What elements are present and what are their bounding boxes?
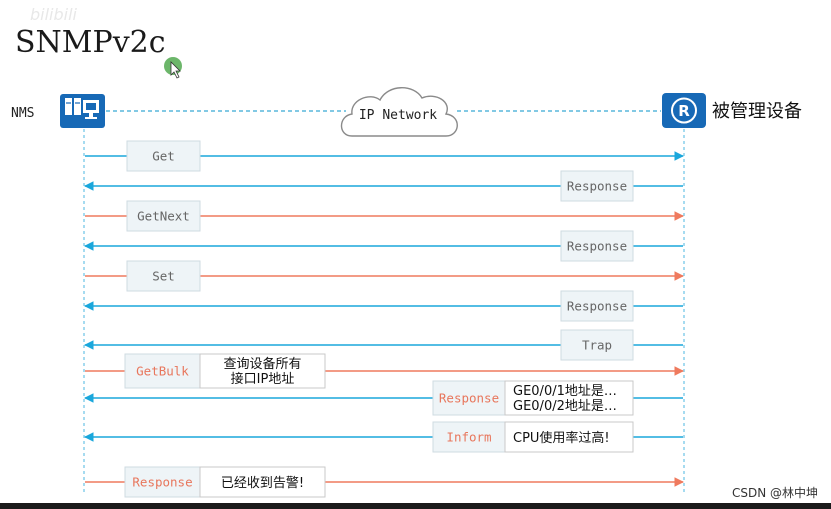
- message-label-5: Set: [152, 269, 175, 284]
- message-note-box-10: [504, 421, 634, 453]
- router-icon: R: [662, 93, 706, 128]
- message-note-line-8-1: 查询设备所有: [223, 356, 301, 372]
- message-label-10: Inform: [446, 430, 491, 445]
- cloud-label: IP Network: [359, 108, 437, 123]
- bottom-bar: [0, 503, 831, 509]
- message-note-box-11: [199, 466, 326, 498]
- watermark: bilibili: [30, 5, 78, 24]
- message-label-box-6: [560, 290, 634, 322]
- device-label: 被管理设备: [712, 101, 802, 122]
- nms-label: NMS: [11, 106, 34, 121]
- cursor-icon: [164, 57, 182, 79]
- message-label-box-9: [432, 380, 506, 416]
- cloud-icon: [340, 87, 458, 137]
- message-label-box-8: [124, 353, 201, 389]
- message-note-line-9-2: GE0/0/2地址是…: [513, 399, 617, 414]
- diagram-title: SNMPv2c: [15, 25, 166, 60]
- message-label-6: Response: [567, 299, 627, 314]
- svg-text:R: R: [678, 102, 690, 120]
- message-group: GetResponseGetNextResponseSetResponseTra…: [84, 140, 684, 498]
- nms-server-icon: [60, 94, 105, 128]
- footer-credit: CSDN @林中坤: [732, 485, 818, 500]
- message-note-box-8: [199, 353, 326, 389]
- message-note-line-11-1: 已经收到告警!: [221, 475, 304, 491]
- message-label-box-2: [560, 170, 634, 202]
- message-note-line-10-1: CPU使用率过高!: [513, 430, 610, 446]
- message-label-9: Response: [439, 391, 499, 406]
- message-label-1: Get: [152, 149, 175, 164]
- message-note-box-9: [504, 380, 634, 416]
- message-label-box-5: [126, 260, 201, 292]
- message-label-8: GetBulk: [136, 364, 189, 379]
- message-label-7: Trap: [582, 338, 612, 353]
- message-label-2: Response: [567, 179, 627, 194]
- message-label-box-11: [124, 466, 201, 498]
- message-label-11: Response: [132, 475, 192, 490]
- message-note-line-8-2: 接口IP地址: [231, 371, 295, 387]
- message-label-box-1: [126, 140, 201, 172]
- message-label-box-3: [126, 200, 201, 232]
- message-note-line-9-1: GE0/0/1地址是…: [513, 384, 617, 399]
- message-label-box-10: [432, 421, 506, 453]
- message-label-box-7: [560, 329, 634, 361]
- message-label-3: GetNext: [137, 209, 190, 224]
- message-label-4: Response: [567, 239, 627, 254]
- message-label-box-4: [560, 230, 634, 262]
